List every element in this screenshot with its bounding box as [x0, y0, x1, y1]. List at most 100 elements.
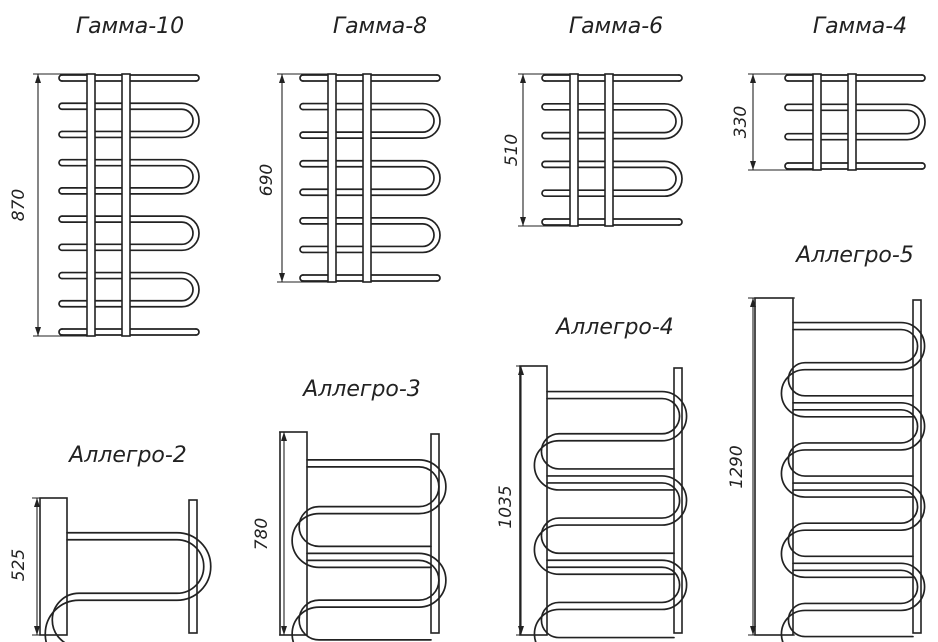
- gamma-8-radiator: [277, 73, 441, 283]
- gamma-10-drawing: Гамма-10 870: [9, 14, 200, 337]
- allegro-4-height-label: 1035: [496, 485, 516, 528]
- tube-end: [195, 328, 200, 336]
- side-plate-right: [673, 367, 683, 634]
- allegro-5-drawing: Аллегро-5 1290: [727, 243, 926, 642]
- tube-end: [58, 243, 63, 252]
- tube-end: [436, 74, 441, 82]
- loop-tube-inner: [61, 164, 194, 189]
- loop-tube-inner: [61, 108, 194, 133]
- dimension-arrow: [281, 432, 287, 441]
- dimension-arrow: [34, 498, 40, 507]
- collector-post: [86, 73, 96, 337]
- dimension-arrow: [34, 626, 40, 635]
- dimension-arrow: [750, 298, 756, 307]
- tube-end: [299, 159, 304, 168]
- collector-post: [327, 73, 337, 283]
- gamma-10-height-label: 870: [9, 189, 29, 221]
- tube-end: [784, 103, 789, 112]
- loop-tube-outer: [302, 159, 441, 197]
- tube-end: [299, 274, 304, 282]
- dimension-arrow: [520, 217, 526, 226]
- side-plate-right: [430, 433, 440, 634]
- gamma-6-radiator: [518, 73, 683, 227]
- side-plate-left: [754, 297, 794, 636]
- dimension-arrow: [518, 366, 524, 375]
- serpentine-tube-outer: [298, 466, 440, 548]
- tube-end: [299, 131, 304, 139]
- serpentine-tube-outer: [540, 482, 681, 555]
- loop-tube-outer: [787, 103, 926, 141]
- tube-end: [921, 74, 926, 82]
- allegro-3-radiator: [279, 431, 447, 642]
- side-plate-left: [519, 365, 548, 636]
- gamma-6-height-label: 510: [502, 134, 522, 166]
- dimension-arrow: [750, 161, 756, 170]
- serpentine-tube-inner: [291, 459, 447, 569]
- tube-end: [784, 132, 789, 141]
- serpentine-tube-outer: [787, 489, 919, 558]
- tube-end: [541, 189, 546, 198]
- gamma-4-radiator: [748, 73, 926, 171]
- gamma-10-radiator: [33, 73, 200, 337]
- serpentine-tube-inner: [44, 531, 212, 642]
- gamma-4-title: Гамма-4: [813, 14, 907, 39]
- tube-end: [299, 217, 304, 225]
- serpentine-tube-outer: [51, 538, 205, 642]
- gamma-10-title: Гамма-10: [76, 14, 184, 39]
- loop-tube-inner: [302, 165, 435, 191]
- tube-end: [299, 102, 304, 111]
- tube-end: [58, 328, 63, 336]
- tube-end: [541, 218, 546, 226]
- serpentine-tube-inner: [780, 562, 926, 642]
- loop-tube-inner: [544, 166, 677, 192]
- allegro-2-drawing: Аллегро-2 525: [9, 443, 212, 642]
- allegro-3-height-label: 780: [252, 518, 272, 550]
- allegro-3-title: Аллегро-3: [301, 377, 421, 402]
- allegro-5-radiator: [748, 297, 926, 642]
- loop-tube-inner: [302, 108, 435, 133]
- tube-end: [299, 245, 304, 254]
- tube-end: [678, 218, 683, 226]
- dimension-arrow: [520, 74, 526, 83]
- tube-end: [58, 102, 63, 111]
- tube-end: [195, 74, 200, 82]
- collector-post: [812, 73, 822, 171]
- side-plate-right: [188, 499, 198, 634]
- allegro-4-drawing: Аллегро-4 1035: [496, 315, 688, 642]
- dimension-arrow: [750, 626, 756, 635]
- serpentine-tube-inner: [533, 475, 688, 576]
- tube-end: [784, 162, 789, 170]
- serpentine-tube-inner: [291, 552, 447, 642]
- tube-end: [58, 74, 63, 82]
- serpentine-tube-inner: [780, 401, 926, 498]
- collector-post: [604, 73, 614, 227]
- tube-end: [299, 74, 304, 82]
- serpentine-tube-outer: [787, 408, 919, 477]
- loop-tube-outer: [302, 102, 441, 139]
- loop-tube-outer: [61, 271, 200, 308]
- loop-tube-outer: [61, 215, 200, 252]
- gamma-8-height-label: 690: [257, 164, 277, 196]
- loop-tube-inner: [787, 109, 920, 135]
- serpentine-tube-outer: [540, 566, 681, 639]
- side-plate-right: [912, 299, 922, 634]
- serpentine-tube-outer: [787, 328, 919, 397]
- tube-end: [921, 162, 926, 170]
- dimension-arrow: [279, 74, 285, 83]
- loop-tube-inner: [544, 108, 677, 134]
- allegro-4-title: Аллегро-4: [554, 315, 674, 340]
- dimension-arrow: [35, 327, 41, 336]
- collector-post: [121, 73, 131, 337]
- serpentine-tube-outer: [787, 569, 919, 638]
- loop-tube-inner: [302, 223, 435, 248]
- allegro-2-title: Аллегро-2: [67, 443, 187, 468]
- allegro-5-height-label: 1290: [727, 445, 747, 488]
- loop-tube-inner: [61, 221, 194, 246]
- tube-end: [58, 271, 63, 280]
- collector-post: [847, 73, 857, 171]
- serpentine-tube-outer: [298, 559, 440, 641]
- loop-tube-outer: [61, 158, 200, 195]
- tube-end: [58, 215, 63, 223]
- collector-post: [362, 73, 372, 283]
